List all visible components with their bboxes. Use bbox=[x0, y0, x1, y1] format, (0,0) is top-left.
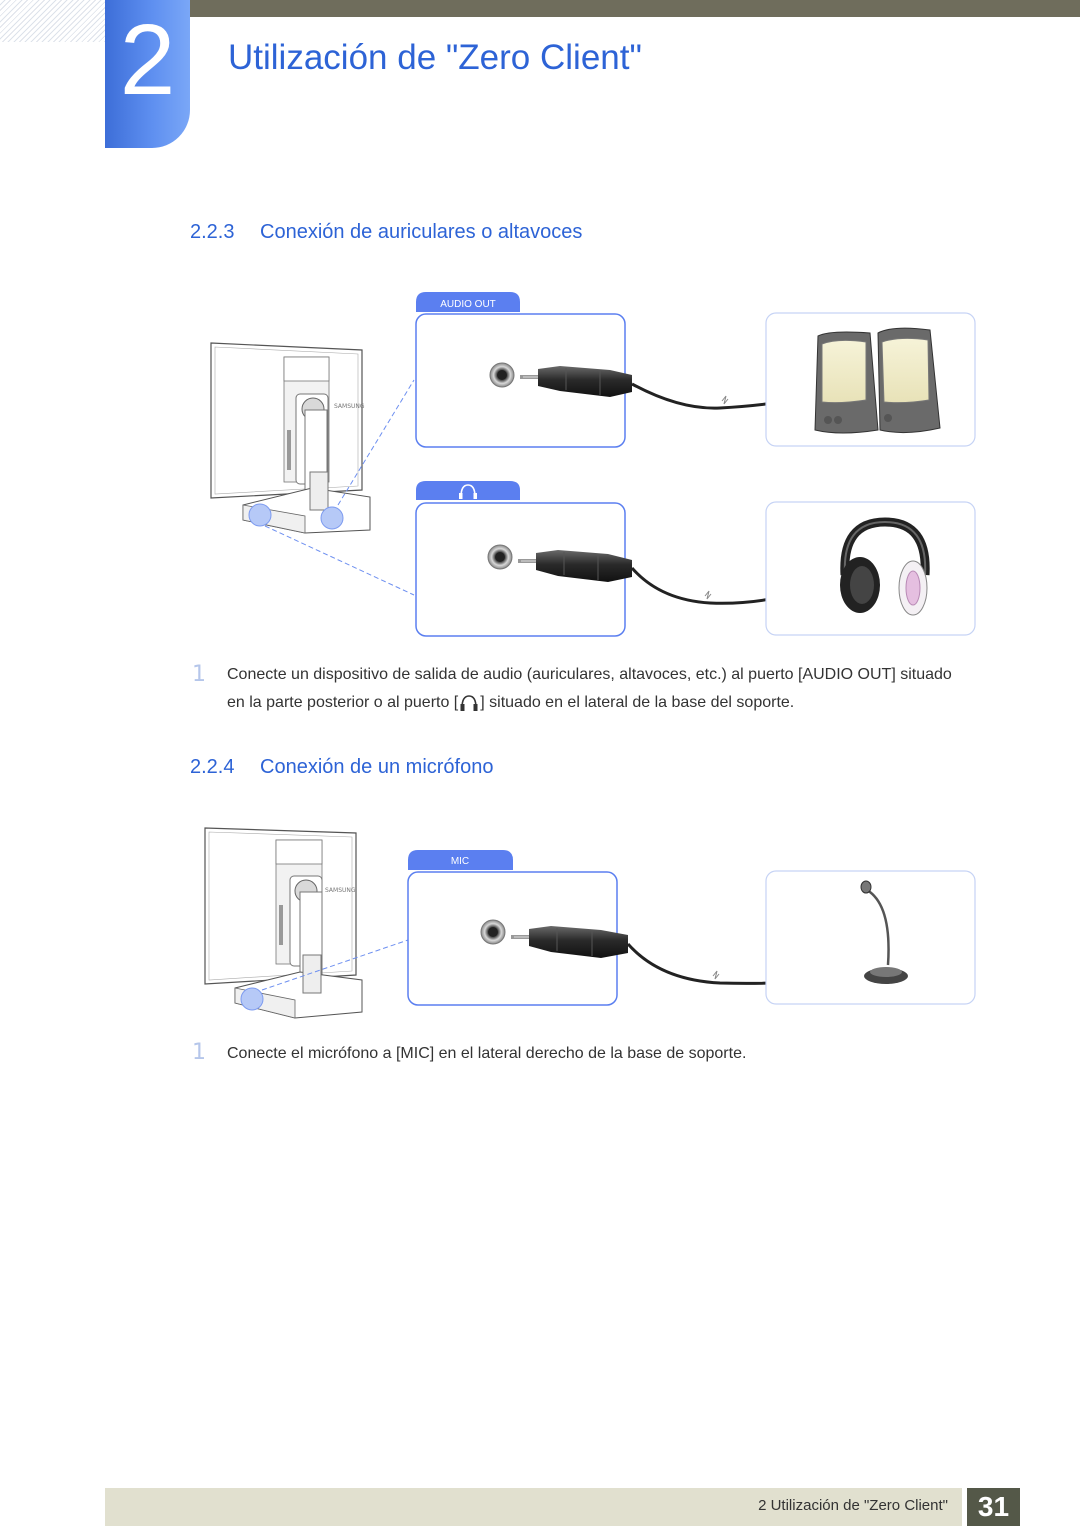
section-title: Conexión de auriculares o altavoces bbox=[260, 221, 583, 243]
monitor-back-mic-illustration: SAMSUNG bbox=[204, 827, 409, 1019]
step-text-audio: Conecte un dispositivo de salida de audi… bbox=[227, 661, 962, 717]
headphone-icon bbox=[460, 694, 478, 711]
chapter-tab bbox=[105, 0, 190, 148]
chapter-title: Utilización de "Zero Client" bbox=[228, 38, 642, 77]
speakers-panel bbox=[765, 312, 976, 447]
step-text-after-icon: ] situado en el lateral de la base del s… bbox=[480, 694, 795, 711]
monitor-back-illustration: SAMSUNG bbox=[210, 342, 415, 596]
speakers-icon bbox=[814, 327, 941, 434]
headphone-port-panel bbox=[415, 481, 843, 637]
brand-text: SAMSUNG bbox=[334, 403, 365, 410]
chapter-number: 2 bbox=[119, 4, 176, 116]
section-number: 2.2.4 bbox=[190, 756, 235, 778]
brand-text-mic: SAMSUNG bbox=[325, 887, 356, 894]
section-title: Conexión de un micrófono bbox=[260, 756, 494, 778]
microphone-icon bbox=[860, 880, 908, 984]
mic-label: MIC bbox=[451, 856, 469, 867]
mic-panel: MIC bbox=[407, 850, 873, 1006]
page-number: 31 bbox=[977, 1491, 1010, 1522]
microphone-panel bbox=[765, 870, 976, 1005]
headphones-panel bbox=[765, 501, 976, 636]
footer-band bbox=[105, 1488, 962, 1526]
step-number: 1 bbox=[192, 662, 206, 687]
step-text-before-icon: Conecte un dispositivo de salida de audi… bbox=[227, 666, 952, 711]
header-hatch-pattern bbox=[0, 0, 110, 42]
step-number: 1 bbox=[192, 1040, 206, 1065]
section-heading-2-2-3: 2.2.3 Conexión de auriculares o altavoces bbox=[190, 221, 582, 244]
header-top-bar bbox=[190, 0, 1080, 17]
audio-out-panel: AUDIO OUT bbox=[415, 292, 831, 448]
headphones-icon bbox=[840, 517, 930, 616]
headphone-icon bbox=[459, 484, 477, 499]
audio-out-label: AUDIO OUT bbox=[440, 299, 496, 310]
footer-chapter-text: 2 Utilización de "Zero Client" bbox=[758, 1497, 948, 1514]
section-heading-2-2-4: 2.2.4 Conexión de un micrófono bbox=[190, 756, 493, 779]
page-number-box bbox=[967, 1488, 1020, 1526]
section-number: 2.2.3 bbox=[190, 221, 235, 243]
step-text-mic: Conecte el micrófono a [MIC] en el later… bbox=[227, 1045, 747, 1062]
